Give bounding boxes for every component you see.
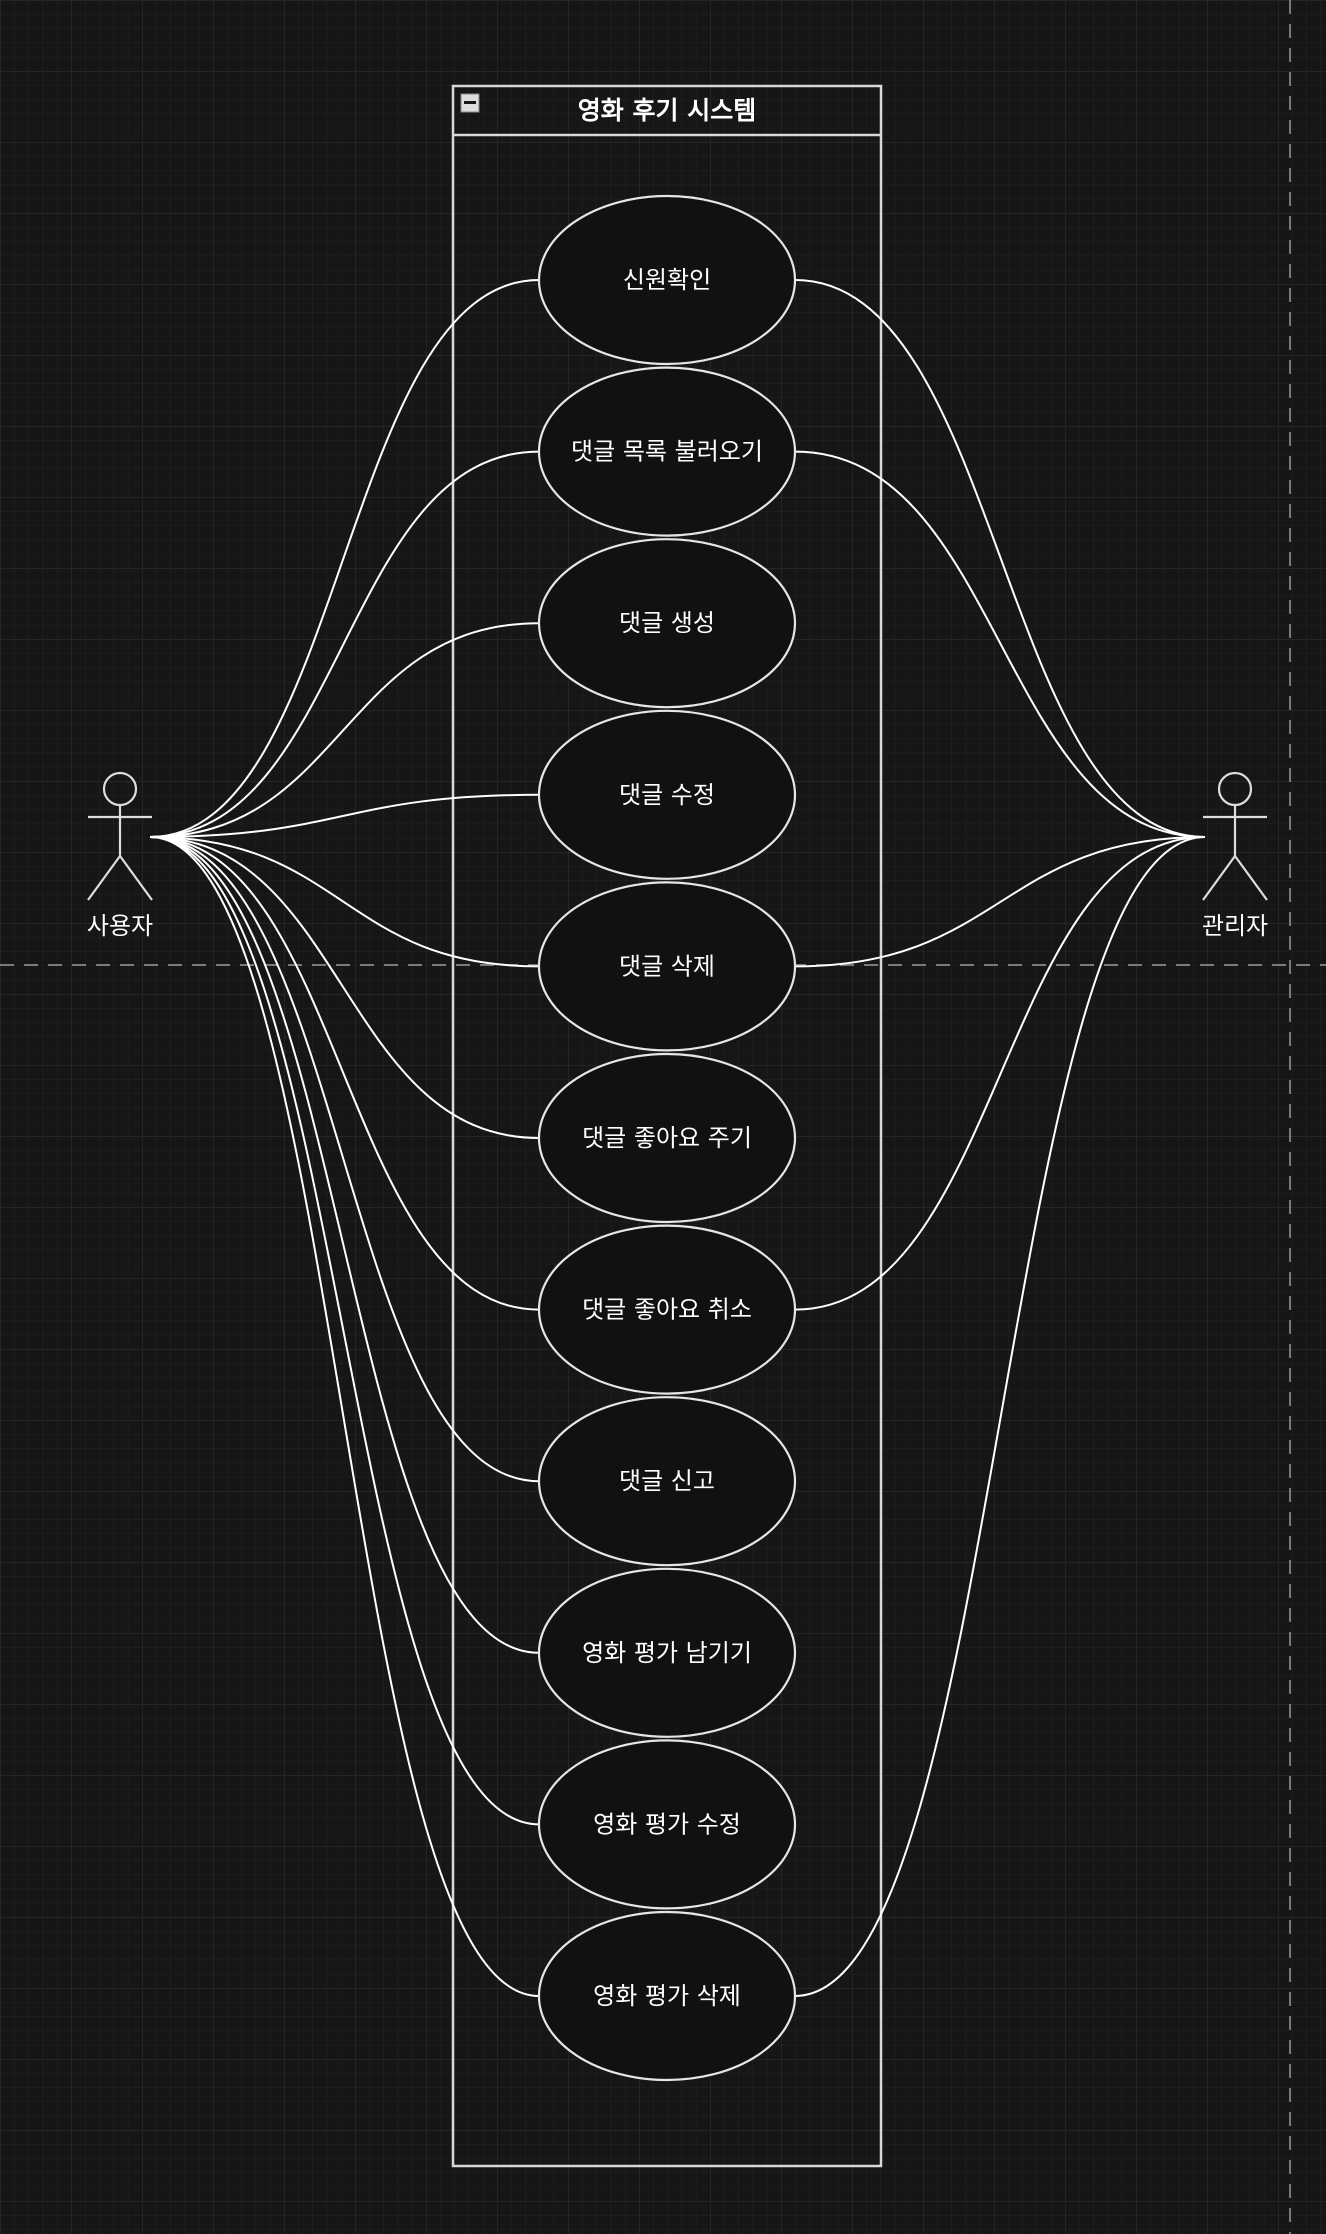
use-case-label: 영화 평가 삭제: [593, 1982, 741, 2010]
stick-figure-icon: [1202, 771, 1268, 901]
use-case-label: 영화 평가 남기기: [582, 1639, 752, 1667]
association-user-use-case-4[interactable]: [149, 793, 540, 838]
use-case-6[interactable]: 댓글 좋아요 주기: [537, 1052, 797, 1224]
use-case-10[interactable]: 영화 평가 수정: [537, 1739, 797, 1910]
use-case-11[interactable]: 영화 평가 삭제: [537, 1910, 797, 2082]
association-admin-use-case-7[interactable]: [794, 836, 1206, 1311]
association-admin-use-case-5[interactable]: [794, 836, 1206, 968]
minus-icon[interactable]: [460, 93, 480, 113]
use-case-4[interactable]: 댓글 수정: [537, 709, 797, 880]
use-case-7[interactable]: 댓글 좋아요 취소: [537, 1224, 797, 1395]
use-case-3[interactable]: 댓글 생성: [537, 538, 797, 709]
use-case-ellipse: [537, 1567, 797, 1738]
use-case-9[interactable]: 영화 평가 남기기: [537, 1567, 797, 1738]
association-user-use-case-11[interactable]: [149, 836, 540, 1997]
use-case-label: 댓글 좋아요 취소: [582, 1296, 752, 1324]
actor-user-label: 사용자: [87, 912, 153, 940]
association-user-use-case-1[interactable]: [149, 279, 540, 838]
association-user-use-case-8[interactable]: [149, 836, 540, 1483]
use-case-ellipse: [537, 709, 797, 880]
use-case-ellipse: [537, 538, 797, 709]
system-boundary[interactable]: 영화 후기 시스템: [451, 84, 883, 2168]
association-admin-use-case-2[interactable]: [794, 450, 1206, 838]
system-title: 영화 후기 시스템: [578, 96, 756, 125]
use-case-label: 영화 평가 수정: [593, 1810, 741, 1838]
association-user-use-case-2[interactable]: [149, 450, 540, 838]
use-case-label: 댓글 좋아요 주기: [582, 1124, 752, 1152]
use-case-ellipse: [537, 194, 797, 366]
use-case-5[interactable]: 댓글 삭제: [537, 881, 797, 1052]
association-admin-use-case-1[interactable]: [794, 279, 1206, 838]
use-case-label: 댓글 목록 불러오기: [571, 438, 763, 466]
use-case-label: 신원확인: [623, 266, 711, 294]
use-case-ellipse: [537, 881, 797, 1052]
association-user-use-case-5[interactable]: [149, 836, 540, 968]
use-case-label: 댓글 삭제: [619, 952, 715, 980]
association-admin-use-case-11[interactable]: [794, 836, 1206, 1997]
association-user-use-case-6[interactable]: [149, 836, 540, 1139]
use-case-label: 댓글 수정: [619, 781, 715, 809]
stick-figure-icon: [87, 771, 153, 901]
associations: [149, 279, 1206, 1997]
use-case-ellipse: [537, 1739, 797, 1910]
system-boundary-frame: [451, 84, 883, 2168]
use-case-ellipse: [537, 1910, 797, 2082]
association-user-use-case-10[interactable]: [149, 836, 540, 1826]
association-user-use-case-3[interactable]: [149, 622, 540, 838]
use-case-label: 댓글 생성: [619, 609, 715, 637]
association-user-use-case-7[interactable]: [149, 836, 540, 1311]
use-case-ellipse: [537, 1224, 797, 1395]
actor-user[interactable]: 사용자: [87, 771, 153, 940]
use-case-2[interactable]: 댓글 목록 불러오기: [537, 366, 797, 537]
use-case-ellipse: [537, 366, 797, 537]
actor-admin[interactable]: 관리자: [1202, 771, 1268, 940]
use-case-8[interactable]: 댓글 신고: [537, 1396, 797, 1567]
use-case-label: 댓글 신고: [619, 1467, 715, 1495]
use-case-ellipse: [537, 1396, 797, 1567]
use-case-1[interactable]: 신원확인: [537, 194, 797, 366]
association-user-use-case-9[interactable]: [149, 836, 540, 1654]
actor-admin-label: 관리자: [1202, 912, 1268, 940]
use-case-ellipse: [537, 1052, 797, 1224]
